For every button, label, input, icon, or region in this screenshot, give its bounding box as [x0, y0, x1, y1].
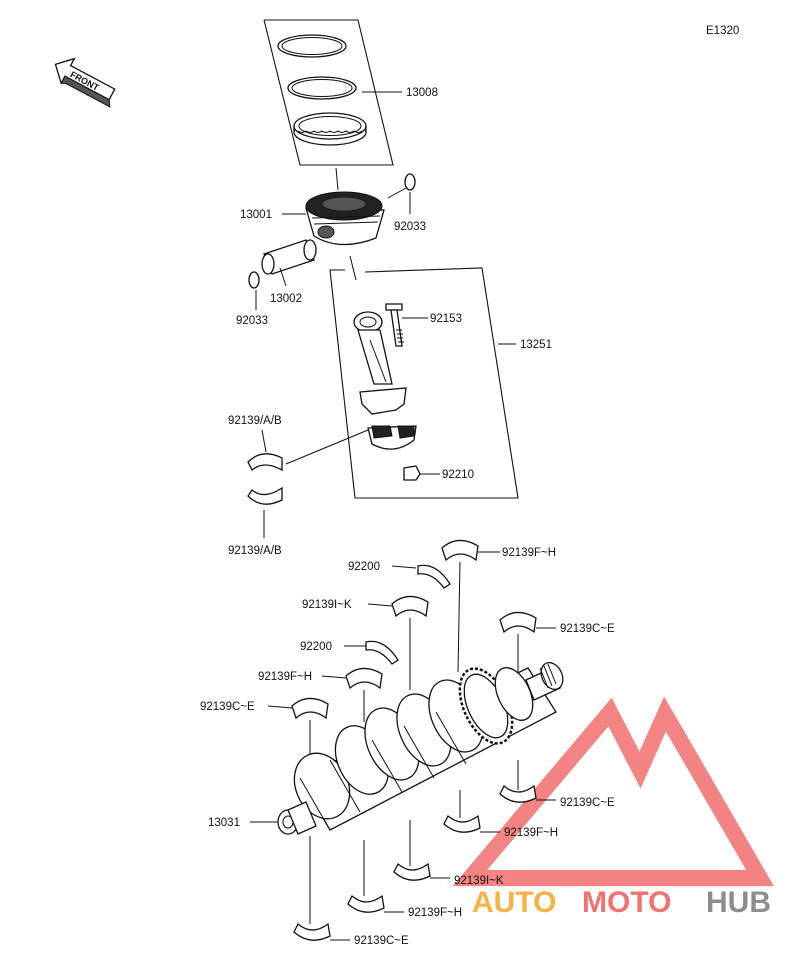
- conrod-nut: [403, 465, 421, 481]
- watermark-part3: HUB: [706, 886, 771, 919]
- label-main-lower-2: 92139F~H: [504, 827, 558, 839]
- piston: [305, 191, 385, 246]
- conrod-bolt: [385, 303, 404, 347]
- label-main-lower-5: 92139C~E: [354, 935, 409, 947]
- ring-set-frame: [263, 19, 394, 166]
- label-piston-pin: 13002: [270, 293, 302, 305]
- leader-thrust-upper: [391, 565, 417, 569]
- label-main-upper-5: 92139C~E: [200, 701, 255, 713]
- conrod-bearing-upper: [247, 453, 283, 472]
- label-piston: 13001: [240, 209, 272, 221]
- main-bearing-lower-5: [293, 922, 331, 941]
- label-clip-left: 92033: [236, 315, 268, 327]
- label-clip-right: 92033: [394, 221, 426, 233]
- connecting-rod: [353, 311, 407, 415]
- label-main-upper-3: 92139C~E: [560, 623, 615, 635]
- label-main-upper-1: 92139F~H: [502, 547, 556, 559]
- piston-pin: [261, 239, 317, 275]
- clip-right: [404, 173, 416, 191]
- label-thrust-lower: 92200: [300, 641, 332, 653]
- watermark-logo: [452, 696, 774, 886]
- main-bearing-lower-1: [499, 784, 537, 803]
- main-bearing-lower-4: [347, 894, 385, 913]
- main-bearing-lower-2: [443, 814, 481, 833]
- axis-line-2: [349, 255, 357, 281]
- main-bearing-upper-1: [441, 539, 479, 562]
- front-arrow-icon: FRONT: [54, 57, 116, 108]
- label-conrod-bolt: 92153: [430, 313, 462, 325]
- thrust-washer-upper: [417, 564, 451, 589]
- leader-bearing-upper: [285, 429, 369, 465]
- label-conrod-nut: 92210: [442, 469, 474, 481]
- label-main-lower-4: 92139F~H: [408, 907, 462, 919]
- watermark-part2: MOTO: [582, 886, 671, 919]
- conrod-cap: [367, 425, 417, 450]
- crankshaft: [277, 661, 564, 835]
- conrod-bearing-lower: [247, 486, 283, 505]
- label-conrod-bearing-upper: 92139/A/B: [228, 415, 282, 427]
- leader-clip-right: [387, 187, 407, 199]
- leader-main-upper-5: [267, 705, 293, 709]
- main-bearing-lower-3: [393, 862, 431, 881]
- axis-line: [335, 167, 339, 191]
- label-ring-set: 13008: [406, 87, 438, 99]
- leader-main-upper-2: [367, 603, 393, 607]
- piston-ring-top: [277, 34, 347, 58]
- piston-ring-oil: [293, 112, 367, 146]
- conrod-frame: [329, 267, 519, 499]
- main-bearing-upper-2: [391, 595, 429, 618]
- axis-main-1: [457, 561, 461, 673]
- clip-left: [248, 271, 260, 289]
- label-crankshaft: 13031: [208, 817, 240, 829]
- diagram-code: E1320: [706, 25, 739, 37]
- leader-bearing-upper-2: [261, 429, 267, 453]
- main-bearing-upper-4: [345, 667, 383, 690]
- label-main-upper-4: 92139F~H: [258, 671, 312, 683]
- label-main-upper-2: 92139I~K: [302, 599, 352, 611]
- leader-main-upper-4: [321, 675, 347, 679]
- watermark-text: AUTO MOTO HUB: [472, 886, 771, 919]
- main-bearing-upper-5: [291, 697, 329, 720]
- label-conrod-assy: 13251: [520, 339, 552, 351]
- label-main-lower-3: 92139I~K: [454, 875, 504, 887]
- watermark-part1: AUTO: [472, 886, 556, 919]
- label-main-lower-1: 92139C~E: [560, 797, 615, 809]
- leader-13002: [279, 267, 287, 287]
- main-bearing-upper-3: [499, 611, 537, 634]
- label-thrust-upper: 92200: [348, 561, 380, 573]
- piston-ring-second: [287, 76, 357, 100]
- thrust-washer-lower: [365, 640, 399, 665]
- label-conrod-bearing-lower: 92139/A/B: [228, 545, 282, 557]
